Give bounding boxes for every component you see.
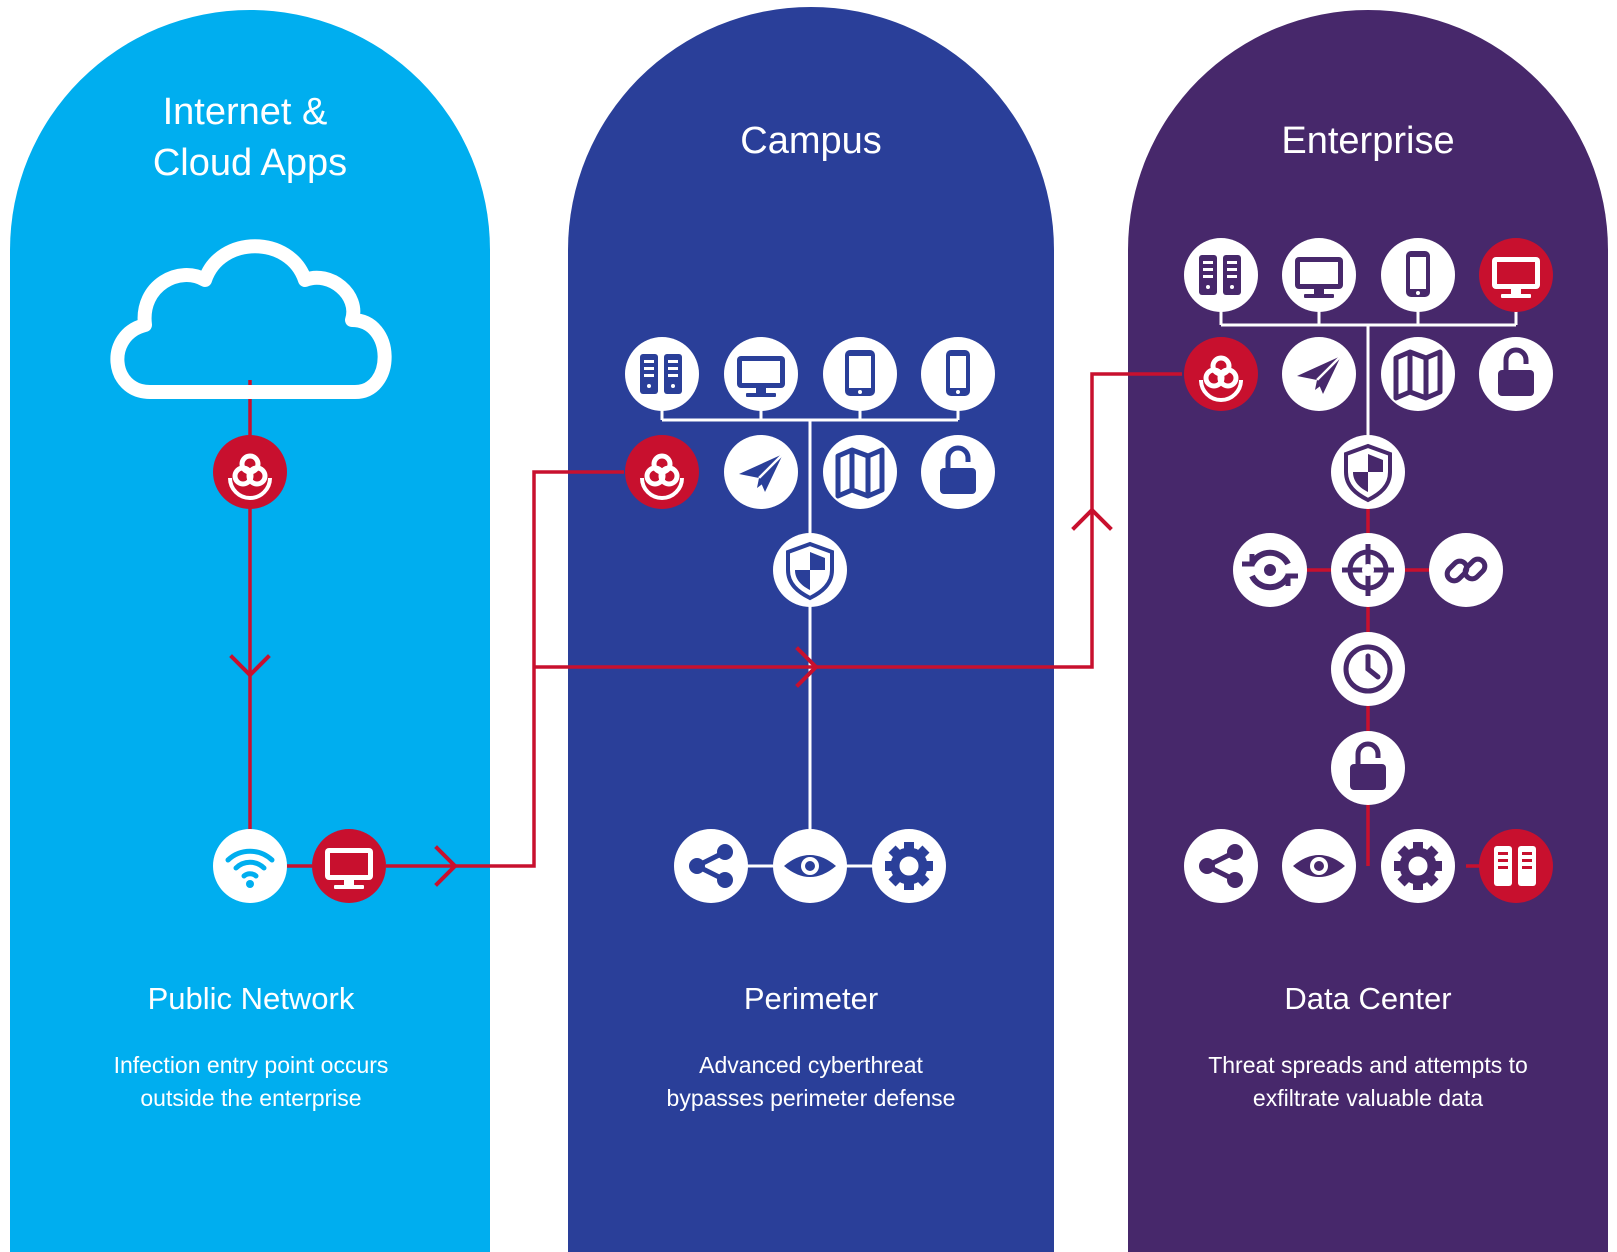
campus-eye-node <box>773 829 847 903</box>
enterprise-phone-node <box>1381 238 1455 312</box>
arrow-down-icon <box>229 654 271 678</box>
arrow-right-icon <box>795 646 819 688</box>
campus-plane-node <box>724 435 798 509</box>
campus-lock-node <box>921 435 995 509</box>
enterprise-title: Enterprise <box>1281 120 1454 162</box>
enterprise-description-line-2: exfiltrate valuable data <box>1253 1085 1483 1111</box>
enterprise-sync-node <box>1233 533 1307 607</box>
campus-share-node <box>674 829 748 903</box>
arrow-up-icon <box>1071 507 1113 531</box>
enterprise-shield-node <box>1331 435 1405 509</box>
campus-biohazard-node <box>625 435 699 509</box>
campus-title: Campus <box>740 120 882 162</box>
enterprise-clock-node <box>1331 632 1405 706</box>
internet-description-line-2: outside the enterprise <box>140 1085 361 1111</box>
campus-map-node <box>823 435 897 509</box>
enterprise-monitor-node <box>1282 238 1356 312</box>
internet-section-label: Public Network <box>148 981 355 1016</box>
enterprise-lock-node <box>1479 337 1553 411</box>
internet-biohazard-node <box>213 435 287 509</box>
campus-shield-node <box>773 533 847 607</box>
campus-server-node <box>625 337 699 411</box>
campus-tablet-node <box>823 337 897 411</box>
enterprise-section-label: Data Center <box>1284 981 1451 1016</box>
enterprise-server-node <box>1184 238 1258 312</box>
enterprise-biohazard-node <box>1184 337 1258 411</box>
cloud-icon <box>110 239 392 399</box>
tablet-icon <box>845 350 875 396</box>
enterprise-description-line-1: Threat spreads and attempts to <box>1208 1052 1528 1078</box>
phone-icon <box>946 350 970 396</box>
enterprise-infected-monitor-node <box>1479 238 1553 312</box>
internet-infected-monitor-node <box>312 829 386 903</box>
campus-gear-node <box>872 829 946 903</box>
enterprise-eye-node <box>1282 829 1356 903</box>
enterprise-map-node <box>1381 337 1455 411</box>
arrow-right-icon <box>434 845 458 887</box>
internet-wifi-node <box>213 829 287 903</box>
enterprise-crosshair-node <box>1331 533 1405 607</box>
phone-icon <box>1406 251 1430 297</box>
campus-monitor-node <box>724 337 798 411</box>
campus-description-line-2: bypasses perimeter defense <box>667 1085 956 1111</box>
campus-section-label: Perimeter <box>744 981 878 1016</box>
enterprise-lock-node-2 <box>1331 731 1405 805</box>
campus-phone-node <box>921 337 995 411</box>
enterprise-infected-server-node <box>1479 829 1553 903</box>
campus-description-line-1: Advanced cyberthreat <box>699 1052 923 1078</box>
direction-arrows <box>229 507 1113 887</box>
enterprise-plane-node <box>1282 337 1356 411</box>
internet-title-line-2: Cloud Apps <box>153 142 347 184</box>
enterprise-share-node <box>1184 829 1258 903</box>
internet-title-line-1: Internet & <box>163 91 328 133</box>
enterprise-link-node <box>1429 533 1503 607</box>
enterprise-gear-node <box>1381 829 1455 903</box>
internet-description-line-1: Infection entry point occurs <box>114 1052 389 1078</box>
